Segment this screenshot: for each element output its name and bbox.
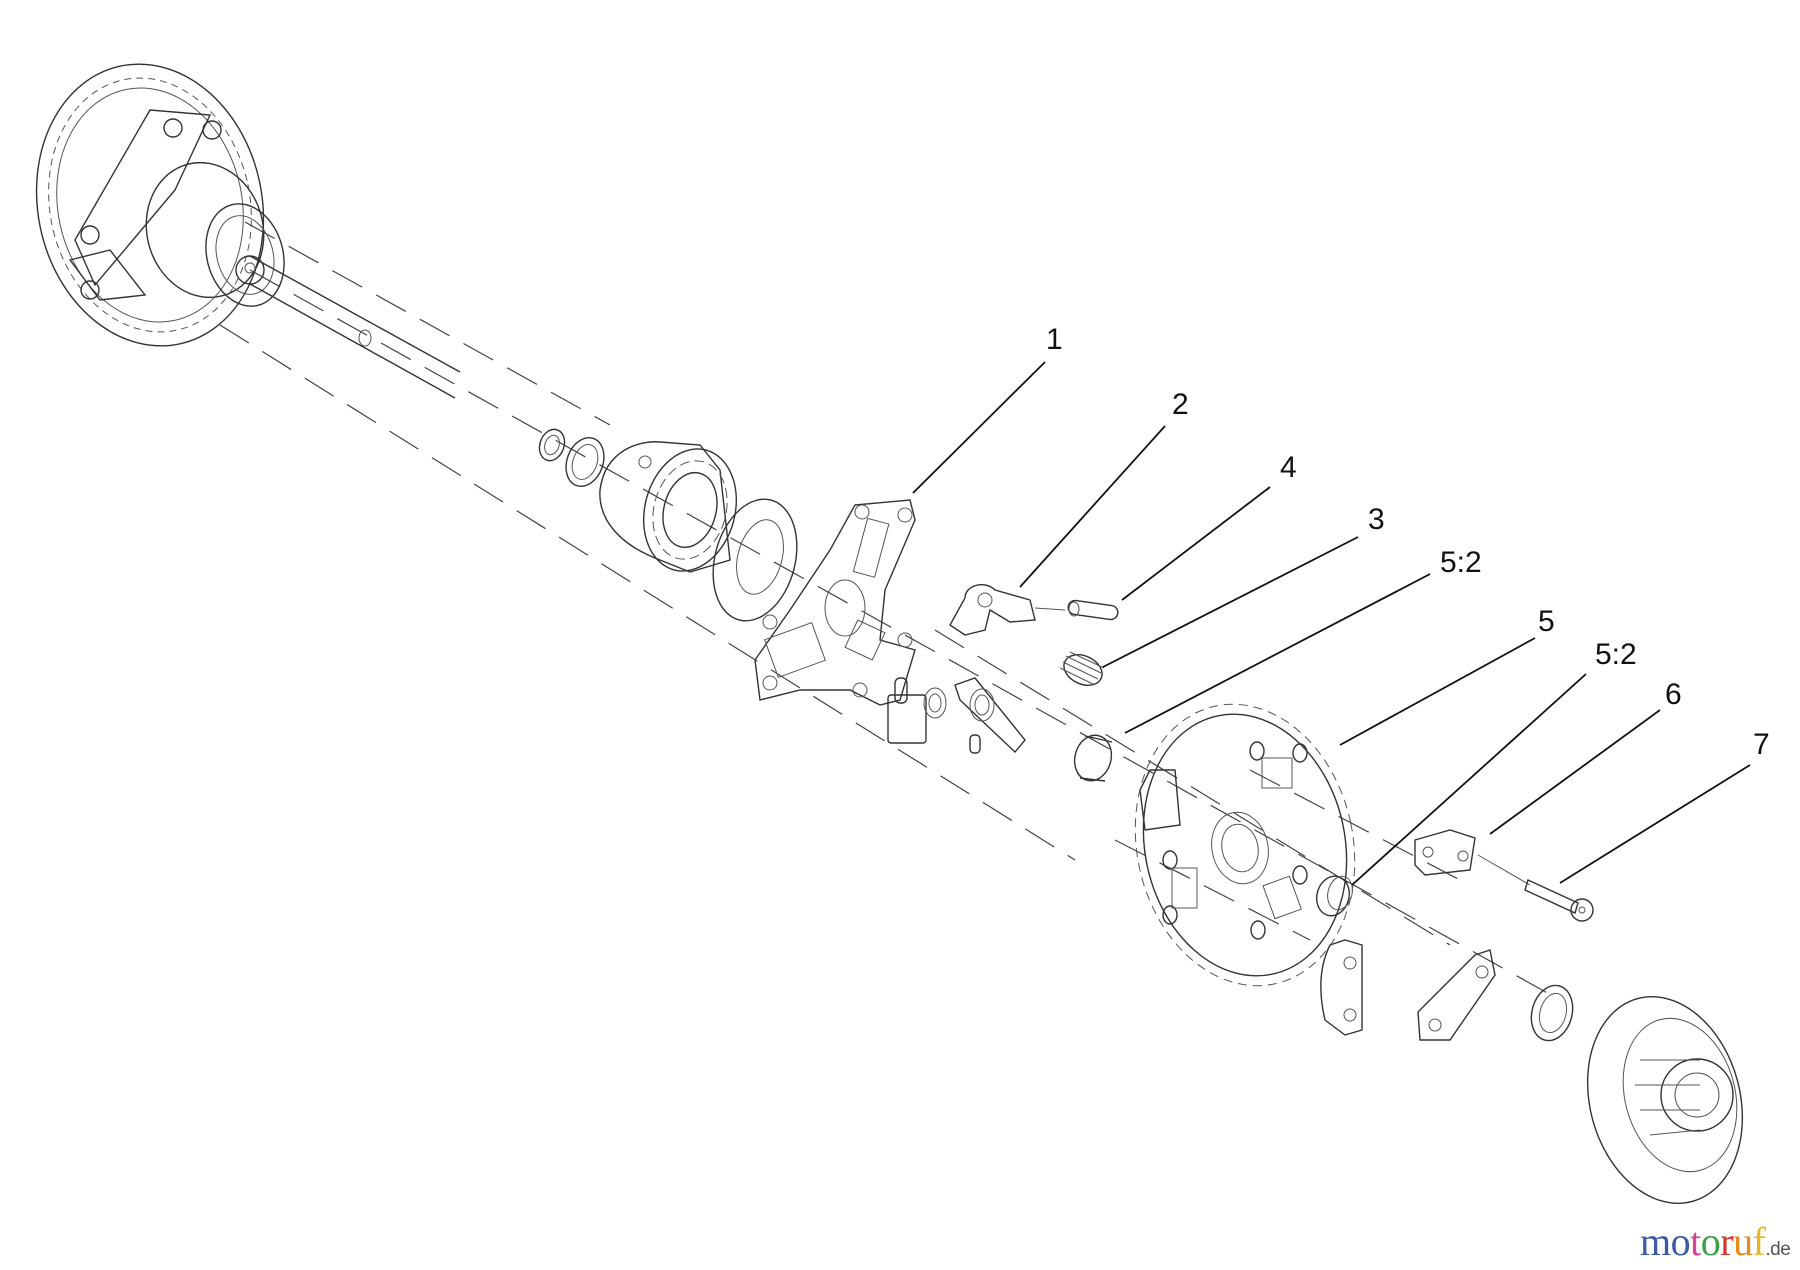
callout-label-5-2b: 5:2 — [1595, 638, 1637, 671]
flat-washer-icon — [1530, 984, 1574, 1042]
watermark-letter: o — [1670, 1219, 1691, 1264]
retainer-clip-icon — [1414, 829, 1476, 876]
callout-label-4: 4 — [1280, 451, 1297, 484]
leader-line-5 — [1339, 637, 1536, 746]
lever-icon — [949, 584, 1066, 636]
watermark-letter: m — [1640, 1219, 1671, 1264]
counterweight-left-icon — [1320, 939, 1363, 1036]
counterweight-right-icon — [1417, 949, 1496, 1041]
bushing-lower-icon — [1316, 875, 1353, 917]
watermark-letter: u — [1733, 1219, 1753, 1264]
pawl-with-spring-left-icon — [887, 677, 947, 744]
pin-icon — [1067, 599, 1119, 621]
compression-spring-icon — [1059, 651, 1105, 686]
thrust-washer-icon — [712, 498, 798, 622]
leader-line-5-2a — [1124, 573, 1431, 734]
leader-line-2 — [1019, 425, 1166, 588]
leader-line-7 — [1559, 764, 1751, 884]
leader-line-3 — [1102, 536, 1359, 668]
callout-label-1: 1 — [1046, 323, 1063, 356]
motoruf-watermark: motoruf.de — [1640, 1219, 1791, 1264]
assembly-axis-lines — [219, 221, 1561, 1001]
large-sprocket-icon — [1134, 703, 1356, 987]
leader-line-4 — [1121, 486, 1271, 601]
callout-label-3: 3 — [1368, 503, 1385, 536]
watermark-letter: t — [1690, 1219, 1701, 1264]
callout-label-5: 5 — [1538, 605, 1555, 638]
leader-line-6 — [1489, 709, 1661, 835]
pawl-with-spring-right-icon — [954, 677, 1026, 754]
pinion-gear-icon — [1586, 996, 1744, 1204]
bearing-housing-icon — [599, 441, 738, 573]
bushing-upper-icon — [1073, 734, 1113, 782]
watermark-letter: f — [1752, 1219, 1766, 1264]
watermark-letter: r — [1720, 1219, 1734, 1264]
watermark-suffix: .de — [1765, 1239, 1791, 1260]
shoulder-screw-icon — [1477, 854, 1594, 922]
callout-label-5-2a: 5:2 — [1440, 546, 1482, 579]
callout-leader-lines — [912, 361, 1751, 886]
drive-sprocket-assembly-icon — [35, 63, 461, 399]
bushing-and-washer-icon — [538, 428, 605, 487]
callout-label-2: 2 — [1172, 388, 1189, 421]
carrier-plate-icon — [754, 499, 916, 706]
leader-line-5-2b — [1351, 673, 1587, 886]
leader-line-1 — [912, 361, 1046, 494]
watermark-letter: o — [1700, 1219, 1721, 1264]
callout-label-6: 6 — [1665, 678, 1682, 711]
callout-label-7: 7 — [1753, 728, 1770, 761]
